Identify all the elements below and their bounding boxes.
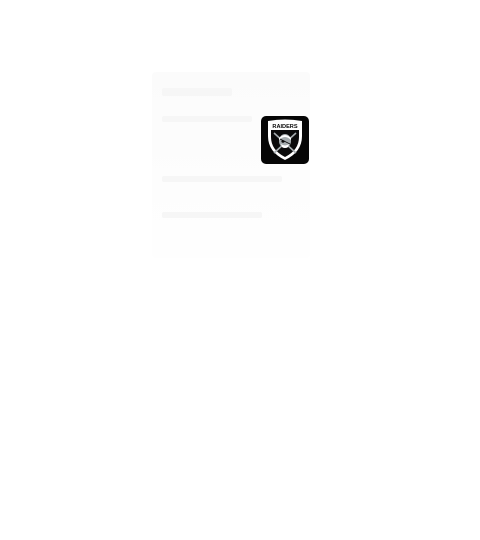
faded-line <box>162 116 252 122</box>
faded-line <box>162 176 282 182</box>
faded-line <box>162 88 232 96</box>
logo-text: RAIDERS <box>272 124 297 130</box>
faded-line <box>162 212 262 218</box>
raiders-app-tile[interactable]: RAIDERS <box>261 116 309 164</box>
raiders-shield-logo-icon: RAIDERS <box>268 119 302 160</box>
faded-background-panel <box>152 72 310 258</box>
